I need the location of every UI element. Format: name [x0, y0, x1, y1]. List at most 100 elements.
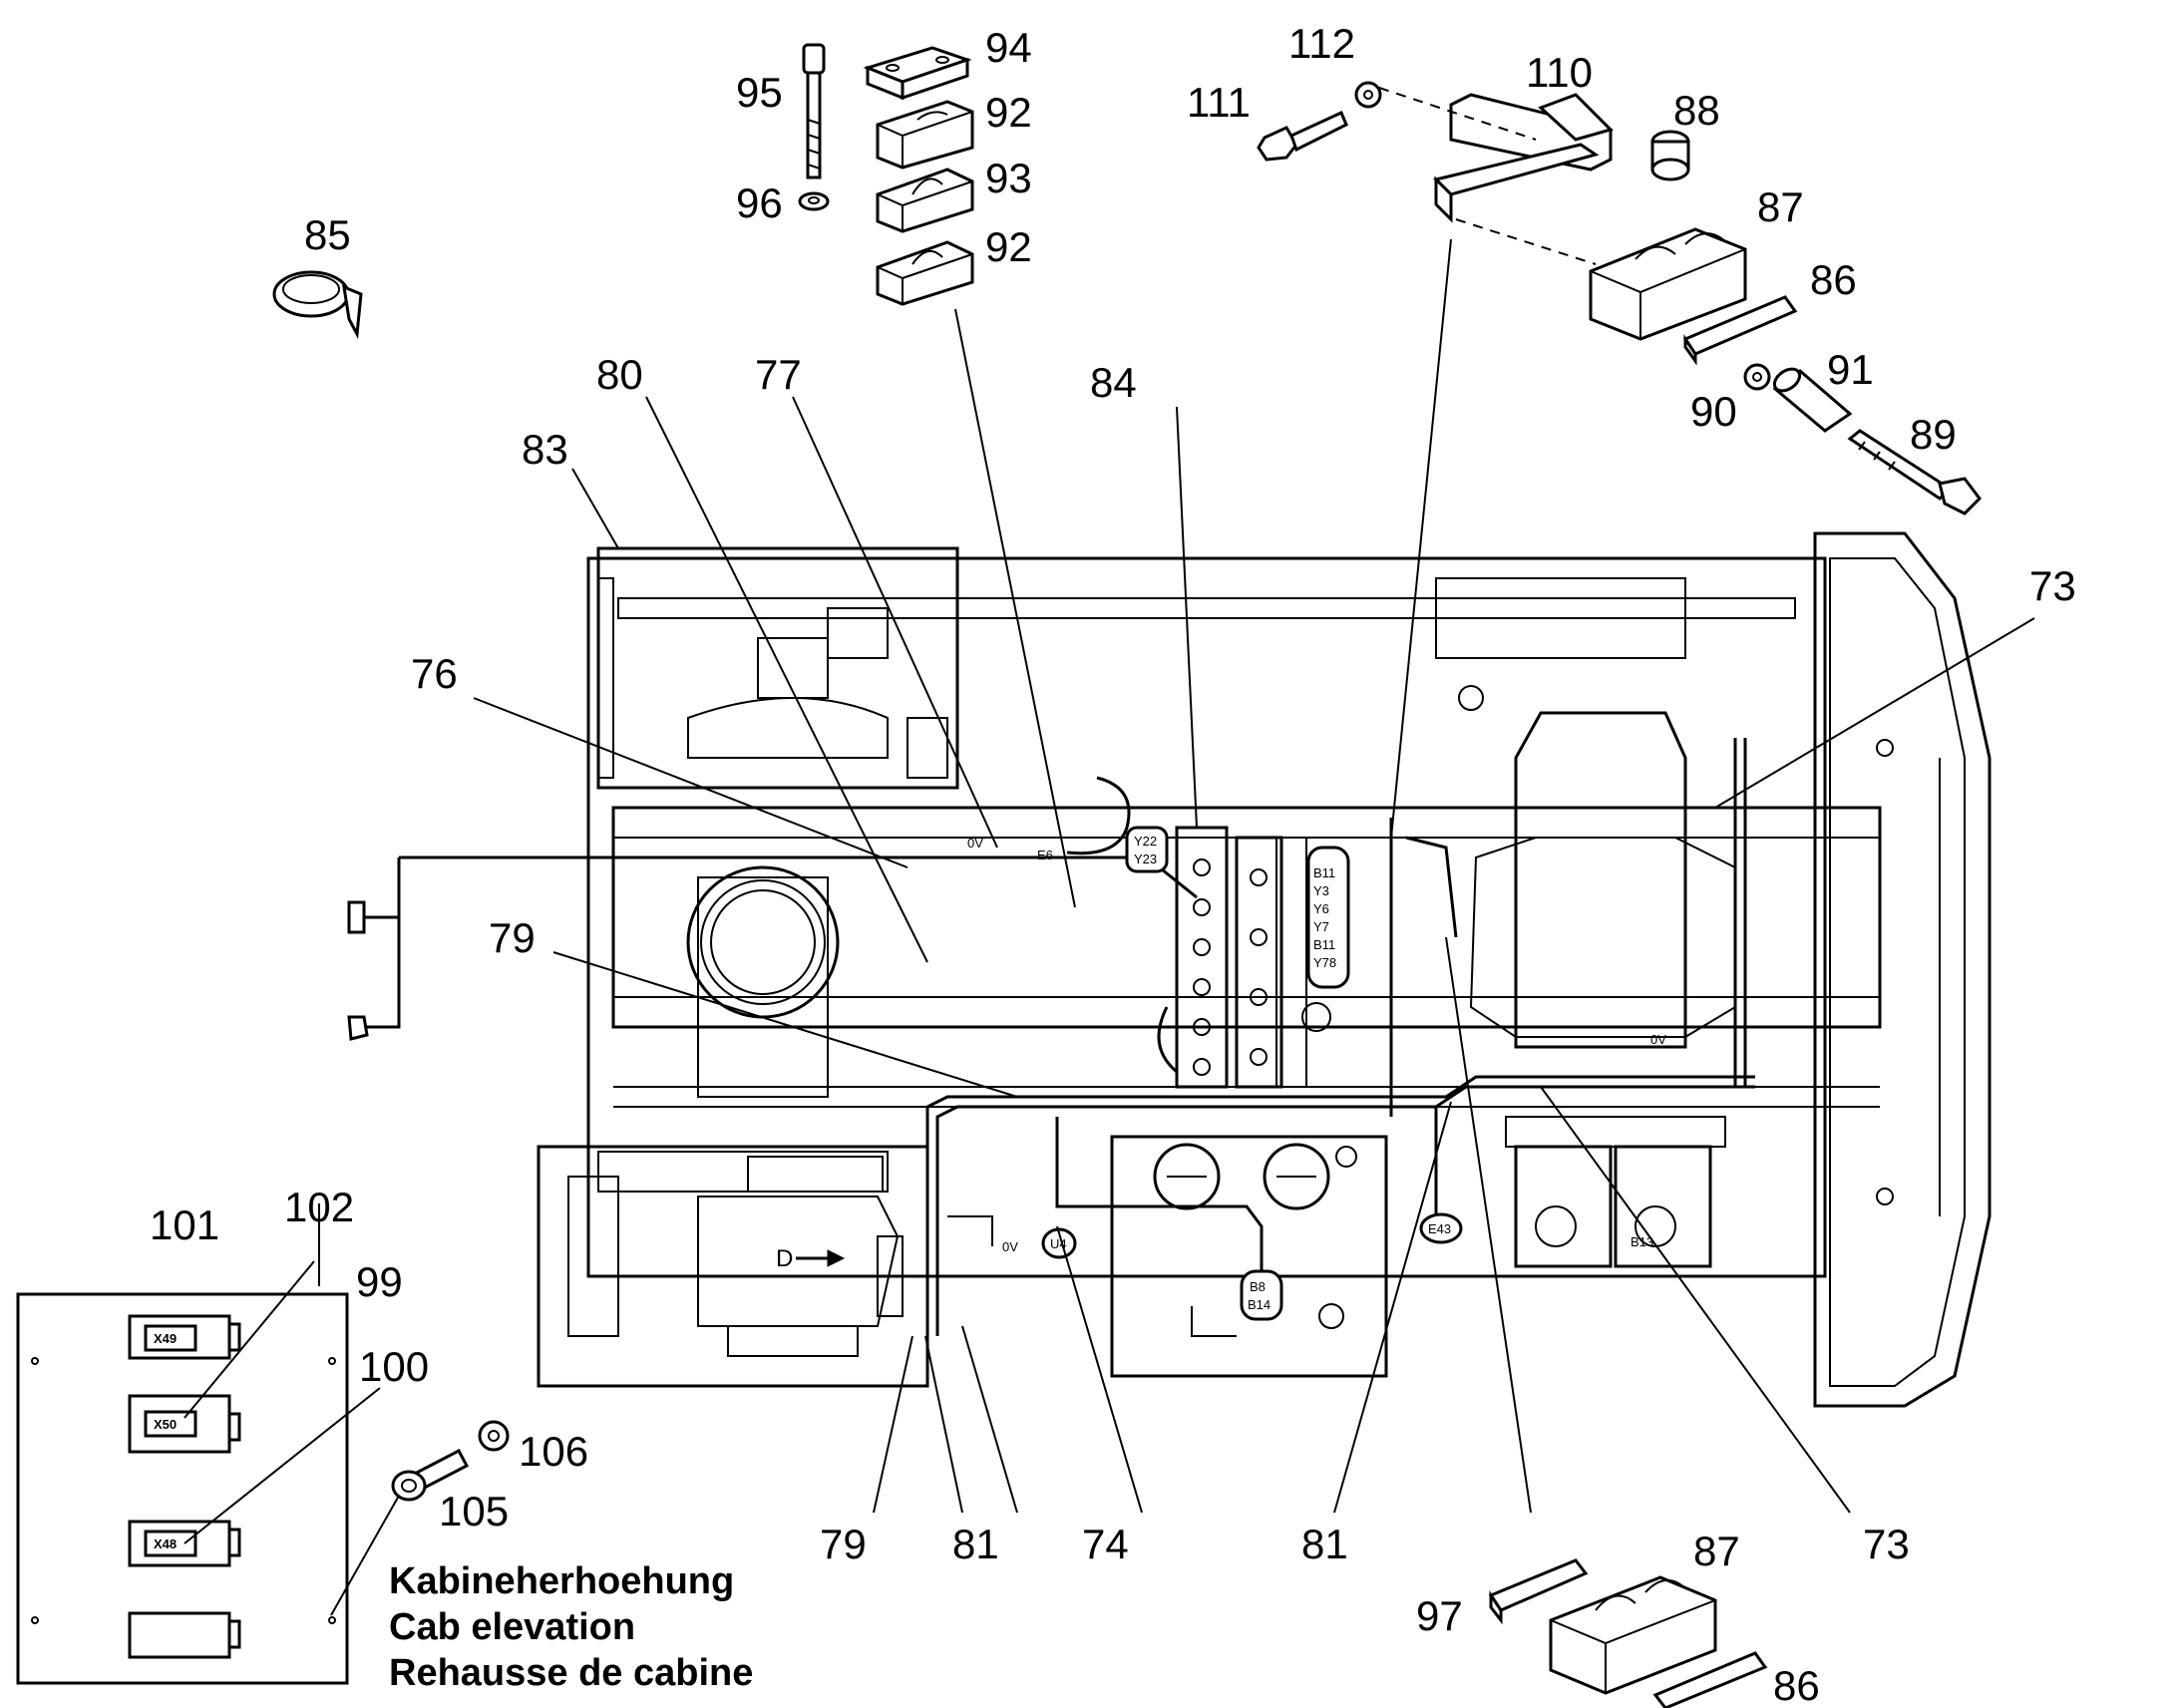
svg-text:0V: 0V — [1650, 1032, 1666, 1047]
callout-112: 112 — [1288, 20, 1355, 67]
svg-text:Y6: Y6 — [1313, 901, 1329, 916]
clamp-middle-part — [876, 168, 974, 233]
double-clamp-part — [1589, 227, 1747, 341]
clamp-half-part — [876, 100, 974, 170]
caption-english: Cab elevation — [389, 1606, 635, 1648]
callout-89: 89 — [1910, 411, 1957, 458]
clamp-plate-part — [1682, 295, 1798, 366]
component-tag-b11-y78: B11 Y3 Y6 Y7 B11 Y78 — [1306, 846, 1350, 989]
callout-86: 86 — [1810, 256, 1857, 303]
slew-ring — [686, 865, 840, 1019]
wiring-harness — [354, 738, 1755, 1336]
svg-text:0V: 0V — [1002, 1239, 1018, 1254]
callout-87: 87 — [1757, 183, 1804, 230]
callout-93: 93 — [985, 155, 1032, 201]
hydraulic-tank — [1110, 1135, 1388, 1378]
callout-111: 111 — [1187, 79, 1251, 126]
connector-housing-x49: X49 — [128, 1314, 241, 1360]
callout-76: 76 — [411, 650, 458, 697]
callout-97: 97 — [1416, 1592, 1463, 1639]
svg-text:B11: B11 — [1313, 865, 1335, 880]
callout-101: 101 — [150, 1201, 219, 1248]
callout-86-lower: 86 — [1773, 1662, 1820, 1708]
connector-housing-blank — [128, 1611, 241, 1659]
callout-91: 91 — [1827, 346, 1874, 393]
component-tag-b13: B13 — [1631, 1234, 1653, 1249]
svg-text:B13: B13 — [1631, 1234, 1653, 1249]
washer-part-112 — [1354, 81, 1382, 109]
callout-106: 106 — [519, 1428, 588, 1475]
long-cap-screw-part — [1847, 429, 1982, 515]
clamp-plate-part-86-lower — [1652, 1651, 1768, 1708]
engine-block — [1458, 685, 1736, 1049]
callout-numbers: 73 73 74 76 77 79 79 80 81 81 83 84 85 8… — [150, 20, 2076, 1708]
callout-92: 92 — [985, 89, 1032, 136]
svg-text:D: D — [776, 1245, 793, 1272]
svg-text:X48: X48 — [154, 1537, 177, 1551]
svg-text:0V: 0V — [967, 836, 983, 851]
hose-clamp-part — [272, 270, 363, 340]
callout-96: 96 — [736, 179, 783, 226]
callout-102: 102 — [284, 1184, 354, 1230]
component-tag-y22-y23: Y22 Y23 — [1125, 826, 1169, 873]
callout-85: 85 — [304, 211, 351, 258]
clamp-half-part-lower — [876, 240, 974, 306]
leader-lines — [183, 238, 2035, 1616]
svg-text:Y23: Y23 — [1134, 852, 1157, 866]
connector-housing-x50: X50 — [128, 1394, 241, 1454]
svg-text:B14: B14 — [1248, 1297, 1271, 1312]
callout-95: 95 — [736, 69, 783, 116]
callout-79-lower: 79 — [820, 1521, 867, 1567]
inset-caption: Kabineherhoehung Cab elevation Rehausse … — [389, 1560, 753, 1694]
valve-block — [1175, 826, 1331, 1089]
callout-94: 94 — [985, 24, 1032, 71]
callout-88: 88 — [1673, 87, 1720, 134]
cap-screw-part-105 — [391, 1448, 470, 1502]
cab-elevation-panel — [16, 1292, 349, 1685]
cab-floor — [537, 1145, 993, 1388]
callout-83: 83 — [522, 426, 568, 473]
component-tag-ov-2: 0V — [1002, 1239, 1018, 1254]
svg-text:Y22: Y22 — [1134, 834, 1157, 849]
callout-100: 100 — [359, 1343, 429, 1390]
component-tag-e6: E6 — [1037, 848, 1053, 862]
component-tag-ov-1: 0V — [967, 836, 983, 851]
callout-73: 73 — [2029, 562, 2076, 609]
callout-84: 84 — [1090, 359, 1137, 406]
clamp-plate-part-97 — [1488, 1558, 1589, 1625]
cap-screw-part — [802, 43, 826, 179]
svg-text:E43: E43 — [1428, 1221, 1451, 1236]
callout-105: 105 — [439, 1488, 509, 1535]
washer-part-90 — [1743, 363, 1771, 391]
caption-french: Rehausse de cabine — [389, 1652, 753, 1694]
callout-99: 99 — [356, 1258, 403, 1305]
callout-92-lower: 92 — [985, 223, 1032, 270]
callout-81-right: 81 — [1301, 1521, 1348, 1567]
view-arrow-d: D — [776, 1245, 846, 1272]
callout-87-lower: 87 — [1693, 1528, 1740, 1574]
svg-text:E6: E6 — [1037, 848, 1053, 862]
callout-90: 90 — [1690, 388, 1737, 435]
svg-text:X49: X49 — [154, 1331, 177, 1346]
callout-77: 77 — [755, 351, 802, 398]
mounting-bracket-part — [1378, 87, 1614, 265]
component-tag-ov-3: 0V — [1650, 1032, 1666, 1047]
svg-text:B8: B8 — [1250, 1279, 1266, 1294]
callout-73-lower: 73 — [1863, 1521, 1910, 1567]
svg-text:Y7: Y7 — [1313, 919, 1329, 934]
cover-plate-part — [863, 46, 972, 101]
callout-80: 80 — [596, 351, 643, 398]
connector-housing-x48: X48 — [128, 1520, 241, 1567]
harness-end-connector — [347, 900, 369, 1041]
spacer-sleeve-part — [1772, 367, 1853, 433]
hydraulic-pump — [1505, 1116, 1726, 1268]
caption-german: Kabineherhoehung — [389, 1560, 734, 1602]
callout-74: 74 — [1082, 1521, 1129, 1567]
component-tag-e43: E43 — [1419, 1212, 1463, 1244]
radiator — [596, 546, 959, 790]
svg-text:Y3: Y3 — [1313, 883, 1329, 898]
callout-81: 81 — [952, 1521, 999, 1567]
svg-text:B11: B11 — [1313, 937, 1335, 952]
washer-part — [798, 191, 830, 211]
